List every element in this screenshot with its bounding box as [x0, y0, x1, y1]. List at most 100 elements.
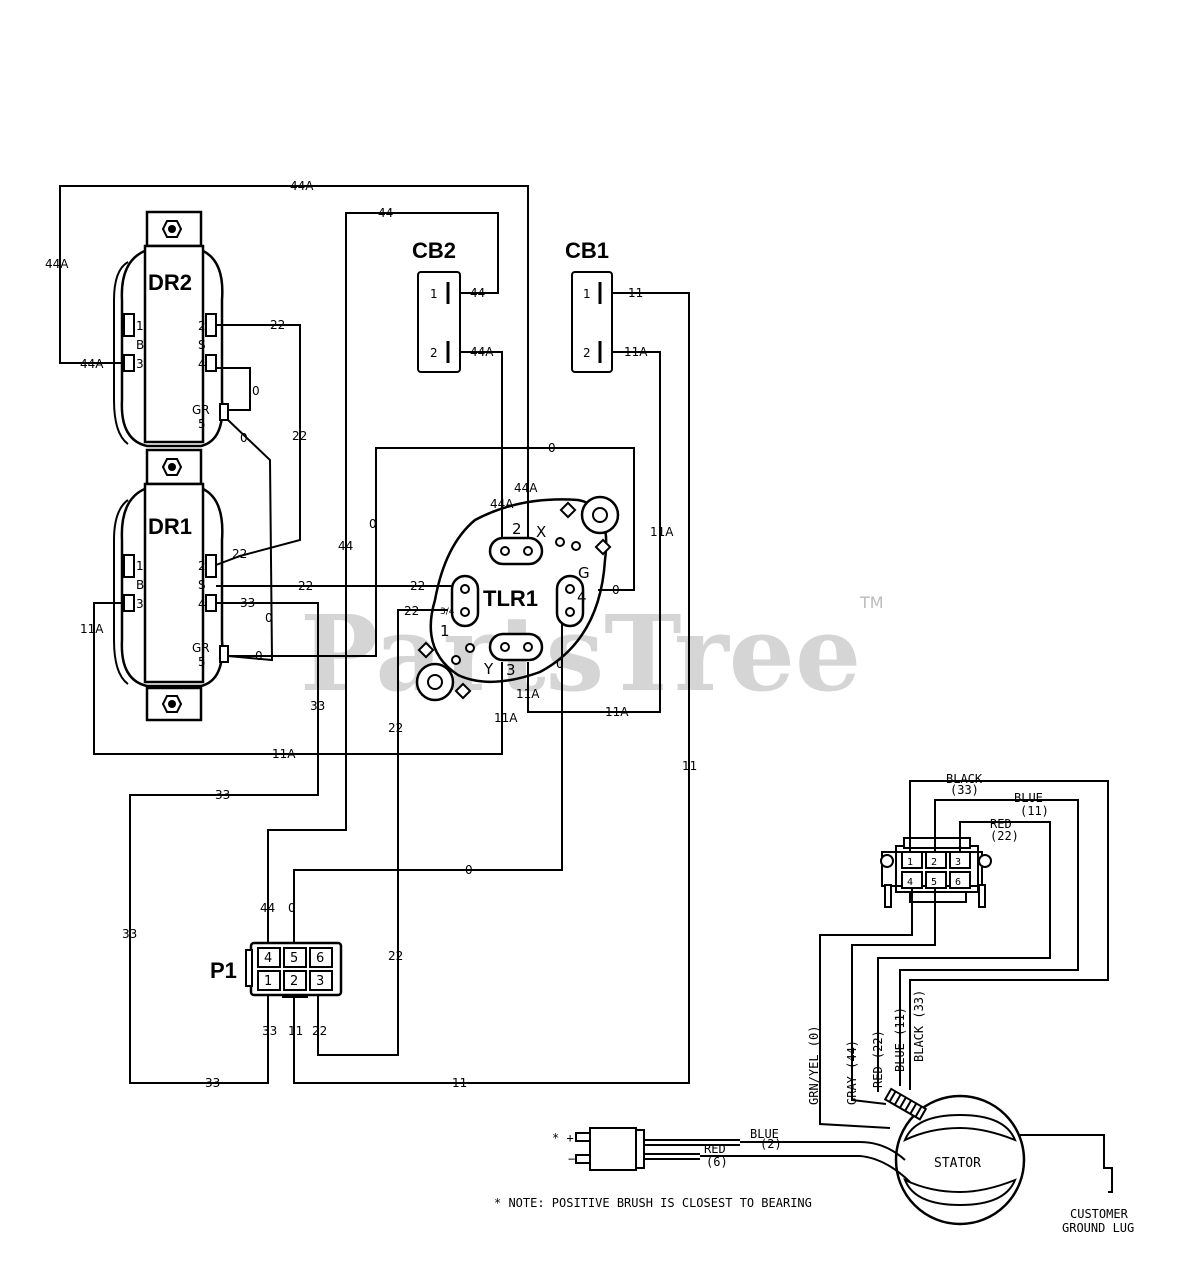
p1-connector: P1 4 5 6 1 2 3 [210, 941, 343, 998]
stator-connector: 1 2 3 4 5 6 [880, 837, 992, 908]
svg-text:44: 44 [260, 901, 275, 915]
svg-text:11A: 11A [605, 705, 629, 719]
svg-text:G: G [578, 564, 590, 582]
svg-text:0: 0 [465, 863, 473, 877]
svg-text:(11): (11) [1020, 804, 1049, 818]
svg-text:11A: 11A [624, 345, 648, 359]
svg-text:2: 2 [430, 346, 438, 360]
dr2-label: DR2 [148, 270, 192, 295]
svg-text:11: 11 [628, 286, 643, 300]
watermark-tm: TM [859, 593, 884, 612]
svg-text:GROUND LUG: GROUND LUG [1062, 1221, 1134, 1235]
svg-text:22: 22 [270, 318, 285, 332]
svg-text:5: 5 [198, 417, 206, 431]
svg-text:11: 11 [288, 1024, 303, 1038]
wire-0: 0 0 0 0 0 0 0 0 0 0 [216, 367, 635, 945]
svg-text:33: 33 [205, 1076, 220, 1090]
svg-text:1: 1 [136, 559, 144, 573]
wire-44: 44 44 44 44 [260, 206, 499, 945]
brush-connector: * + − BLUE (2) RED (6) [552, 1127, 911, 1183]
p1-label: P1 [210, 958, 237, 983]
stator-harness-wires: BLACK (33) BLUE (11) RED (22) [819, 772, 1109, 1129]
svg-text:22: 22 [410, 579, 425, 593]
svg-text:33: 33 [215, 788, 230, 802]
svg-text:3: 3 [316, 974, 324, 989]
svg-text:BLUE: BLUE [750, 1127, 779, 1141]
svg-text:44A: 44A [80, 357, 104, 371]
cb2-label: CB2 [412, 238, 456, 263]
svg-text:1: 1 [440, 622, 450, 640]
svg-text:11A: 11A [516, 687, 540, 701]
wire-44a-top: 44A 44A 44A 44A [45, 179, 538, 548]
dr1-label: DR1 [148, 514, 192, 539]
svg-text:22: 22 [404, 604, 419, 618]
svg-text:4: 4 [907, 877, 913, 888]
svg-text:RED: RED [990, 817, 1012, 831]
tlr1-label: TLR1 [483, 586, 538, 611]
tlr1-relay: TLR1 2 X G 4 3 Y 1 3/4 [415, 495, 620, 702]
wire-22-tlr: 22 22 22 22 22 22 [216, 579, 462, 1056]
svg-text:RED (22): RED (22) [871, 1030, 885, 1088]
svg-text:S: S [198, 578, 206, 592]
svg-text:2: 2 [290, 974, 298, 989]
svg-text:(33): (33) [950, 783, 979, 797]
svg-text:5: 5 [931, 877, 937, 888]
wire-33: 33 33 33 33 33 33 [122, 596, 325, 1090]
svg-text:GR: GR [192, 641, 210, 655]
svg-text:0: 0 [252, 384, 260, 398]
svg-text:GR: GR [192, 403, 210, 417]
svg-text:S: S [198, 338, 206, 352]
wire-22: 22 22 22 [215, 318, 307, 566]
svg-text:STATOR: STATOR [934, 1156, 981, 1171]
svg-text:11: 11 [452, 1076, 467, 1090]
svg-text:1: 1 [136, 319, 144, 333]
svg-text:CUSTOMER: CUSTOMER [1070, 1207, 1129, 1221]
cb2-breaker: CB2 1 2 [412, 238, 461, 373]
svg-text:22: 22 [298, 579, 313, 593]
wire-44a-cb2: 44A 44A [458, 345, 514, 548]
svg-text:11: 11 [682, 759, 697, 773]
svg-text:B: B [136, 338, 144, 352]
svg-text:0: 0 [548, 441, 556, 455]
svg-text:3: 3 [136, 357, 144, 371]
wire-11: 11 11 11 11 [288, 286, 697, 1090]
svg-text:2: 2 [512, 520, 522, 538]
svg-text:11A: 11A [650, 525, 674, 539]
svg-text:44A: 44A [45, 257, 69, 271]
svg-text:GRAY (44): GRAY (44) [845, 1040, 859, 1105]
cb1-label: CB1 [565, 238, 609, 263]
svg-text:44: 44 [470, 286, 485, 300]
svg-text:BLUE (11): BLUE (11) [893, 1007, 907, 1072]
svg-text:BLACK: BLACK [946, 772, 983, 786]
svg-text:22: 22 [388, 949, 403, 963]
svg-text:0: 0 [556, 657, 564, 671]
svg-text:X: X [536, 523, 546, 541]
svg-text:2: 2 [198, 559, 206, 573]
svg-text:0: 0 [240, 431, 248, 445]
svg-text:33: 33 [262, 1024, 277, 1038]
svg-text:11A: 11A [272, 747, 296, 761]
svg-text:22: 22 [312, 1024, 327, 1038]
svg-text:11A: 11A [80, 622, 104, 636]
svg-text:* +: * + [552, 1131, 574, 1145]
svg-text:44: 44 [378, 206, 393, 220]
svg-text:3: 3 [955, 857, 961, 868]
svg-text:11A: 11A [494, 711, 518, 725]
svg-text:5: 5 [290, 951, 298, 966]
svg-text:0: 0 [369, 517, 377, 531]
stator-lead-labels: GRN/YEL (0) GRAY (44) RED (22) BLUE (11)… [807, 990, 926, 1105]
svg-text:BLACK (33): BLACK (33) [912, 990, 926, 1062]
svg-text:4: 4 [198, 357, 206, 371]
svg-text:44A: 44A [290, 179, 314, 193]
svg-text:(22): (22) [990, 829, 1019, 843]
svg-text:0: 0 [288, 901, 296, 915]
svg-text:0: 0 [612, 583, 620, 597]
svg-text:22: 22 [388, 721, 403, 735]
svg-text:33: 33 [122, 927, 137, 941]
svg-text:22: 22 [292, 429, 307, 443]
svg-text:33: 33 [310, 699, 325, 713]
svg-text:4: 4 [198, 597, 206, 611]
svg-text:Y: Y [483, 660, 494, 678]
wire-11a: 11A 11A 11A 11A 11A 11A 11A [80, 345, 674, 761]
